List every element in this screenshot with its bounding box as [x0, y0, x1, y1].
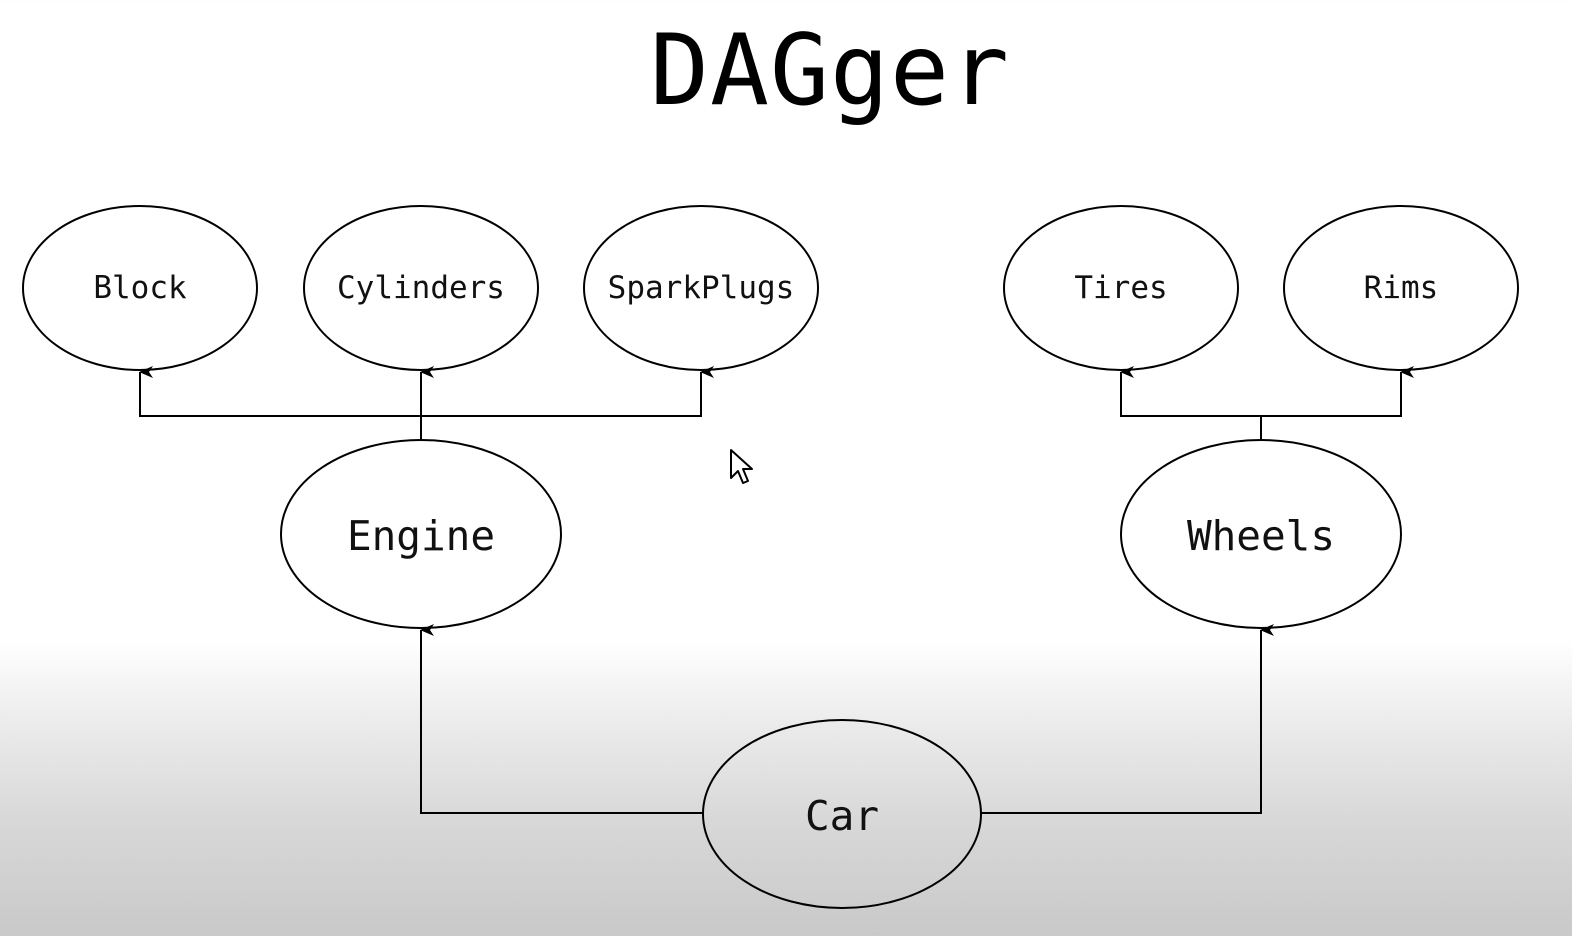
node-cylinders: Cylinders	[303, 205, 539, 371]
node-rims: Rims	[1283, 205, 1519, 371]
node-tires-shape	[1003, 205, 1239, 371]
edges-wheels	[1120, 366, 1414, 440]
node-car-label: Car	[805, 792, 879, 840]
node-engine-shape	[280, 439, 562, 629]
diagram-title: DAGger	[649, 14, 1010, 128]
edge-wheels-rims	[1261, 366, 1414, 417]
node-cylinders-shape	[303, 205, 539, 371]
node-wheels-shape	[1120, 439, 1402, 629]
edge-car-wheels	[981, 624, 1274, 814]
edge-wheels-tires	[1120, 366, 1262, 440]
node-engine: Engine	[280, 439, 562, 629]
node-sparkplugs: SparkPlugs	[583, 205, 819, 371]
edge-car-engine	[420, 624, 703, 814]
node-tires: Tires	[1003, 205, 1239, 371]
edges-car	[420, 624, 1274, 814]
node-block-label: Block	[93, 270, 187, 306]
node-sparkplugs-label: SparkPlugs	[608, 270, 795, 306]
node-rims-shape	[1283, 205, 1519, 371]
node-sparkplugs-shape	[583, 205, 819, 371]
edges-engine	[139, 366, 714, 440]
node-engine-label: Engine	[347, 512, 495, 560]
edge-engine-block	[139, 366, 422, 440]
node-wheels: Wheels	[1120, 439, 1402, 629]
node-wheels-label: Wheels	[1187, 512, 1335, 560]
node-tires-label: Tires	[1074, 270, 1167, 306]
node-car: Car	[702, 719, 982, 909]
node-rims-label: Rims	[1364, 270, 1439, 306]
node-block: Block	[22, 205, 258, 371]
mouse-pointer-icon	[730, 449, 753, 484]
node-car-shape	[702, 719, 982, 909]
edge-engine-sparkplugs	[421, 366, 714, 417]
node-cylinders-label: Cylinders	[337, 270, 505, 306]
node-block-shape	[22, 205, 258, 371]
